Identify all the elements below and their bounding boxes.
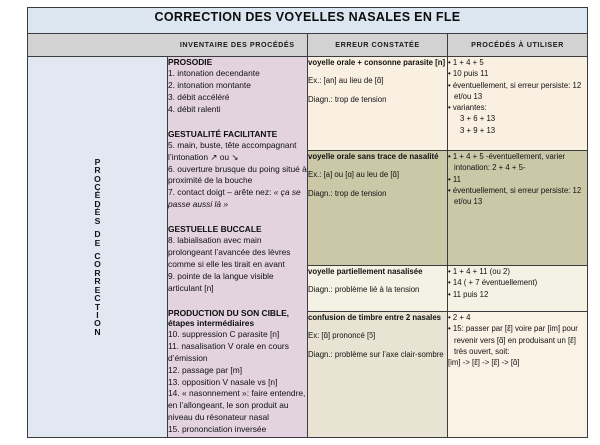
procedure-item: 3. débit accéléré [168, 91, 230, 102]
solution-item: • éventuellement, si erreur persiste: 12… [448, 185, 582, 207]
column-header-solution: PROCÉDÉS À UTILISER [447, 33, 588, 57]
side-label-stack: PROCÉDÉS·DE·CORRECTION [28, 57, 167, 437]
side-label-letter: É [94, 207, 101, 218]
side-label-letter: O [94, 318, 101, 329]
error-detail: Diagn.: problème sur l’axe clair-sombre [308, 349, 444, 359]
procedure-item: 13. opposition V nasale vs [n] [168, 376, 278, 387]
error-detail: Ex.: [an] au lieu de [ɑ̃] [308, 76, 384, 86]
solution-item: • 15: passer par [ɛ̃] voire par [im] pou… [448, 324, 578, 356]
solution-item: • 1 + 4 + 5 -éventuellement, varier into… [448, 152, 566, 173]
procedure-group-heading: GESTUELLE BUCCALE [168, 224, 262, 235]
side-label-letter: D [94, 198, 101, 209]
solution-subitem: 3 + 9 + 13 [460, 125, 496, 135]
error-detail: Diagn.: trop de tension [308, 188, 387, 198]
side-label-letter: O [94, 259, 101, 270]
side-label-letter: C [94, 293, 101, 304]
solution-subitem: 3 + 6 + 13 [460, 114, 496, 124]
column-header-inventory: INVENTAIRE DES PROCÉDÉS [167, 33, 308, 57]
side-label-letter: O [94, 173, 101, 184]
side-label-letter: S [94, 215, 101, 226]
procedure-item-emphasis: « ça se passe aussi là » [168, 187, 301, 210]
side-label-letter: É [94, 190, 101, 201]
procedure-item: 7. contact doigt – arête nez: « ça se pa… [168, 187, 301, 210]
correction-table: CORRECTION DES VOYELLES NASALES EN FLE I… [27, 7, 588, 438]
side-label-letter: R [94, 267, 101, 278]
solution-cell-4: • 2 + 4 • 15: passer par [ɛ̃] voire par [… [447, 311, 588, 438]
procedure-item: 11. nasalisation V orale en cours d’émis… [168, 340, 289, 363]
side-label-letter: R [94, 165, 101, 176]
solution-item: • éventuellement, si erreur persiste: 12… [448, 80, 582, 101]
column-header-row: INVENTAIRE DES PROCÉDÉS ERREUR CONSTATÉE… [27, 33, 588, 57]
procedure-item: 1. intonation decendante [168, 68, 260, 78]
error-detail: Diagn.: problème lié à la tension [308, 285, 420, 295]
side-label-letter: E [94, 237, 101, 248]
solution-item: • 1 + 4 + 11 (ou 2) [448, 267, 510, 276]
side-label-letter: D [94, 229, 101, 240]
procedure-item: 5. main, buste, tête accompagnant l’into… [168, 139, 297, 162]
error-title: voyelle orale sans trace de nasalité [308, 152, 439, 161]
side-label-letter: P [94, 156, 101, 167]
procedure-group-heading: PRODUCTION DU SON CIBLE, étapes interméd… [168, 307, 289, 328]
error-detail: Ex: [ɑ̃] prononcé [ɔ̃] [308, 331, 376, 341]
procedure-item: 12. passage par [m] [168, 364, 243, 375]
procedure-item: 14. « nasonnement »: faire entendre, en … [168, 388, 306, 423]
table-title-cell: CORRECTION DES VOYELLES NASALES EN FLE [27, 7, 588, 34]
solution-item: • 2 + 4 [448, 313, 471, 322]
error-detail: Diagn.: trop de tension [308, 94, 387, 104]
solution-cell-3: • 1 + 4 + 11 (ou 2) • 14 ( + 7 éventuelle… [447, 265, 588, 312]
side-label-letter: R [94, 276, 101, 287]
solution-item: • 14 ( + 7 éventuellement) [448, 278, 538, 288]
column-header-error: ERREUR CONSTATÉE [307, 33, 448, 57]
solution-item: • 1 + 4 + 5 [448, 58, 484, 67]
procedure-group-heading: GESTUALITÉ FACILITANTE [168, 128, 278, 139]
solution-cell-2: • 1 + 4 + 5 -éventuellement, varier into… [447, 150, 588, 266]
page-title: CORRECTION DES VOYELLES NASALES EN FLE [154, 10, 461, 24]
title-row: CORRECTION DES VOYELLES NASALES EN FLE [27, 7, 588, 34]
error-cell-1: voyelle orale + consonne parasite [n] Ex.… [307, 56, 448, 151]
procedure-item: 2. intonation montante [168, 79, 251, 90]
header-spacer [27, 33, 168, 57]
procedure-item: 10. suppression C parasite [n] [168, 328, 280, 339]
procedure-group: PRODUCTION DU SON CIBLE, étapes interméd… [168, 308, 307, 436]
side-label-cell: PROCÉDÉS·DE·CORRECTION [27, 56, 168, 438]
solution-cell-1: • 1 + 4 + 5 • 10 puis 11• éventuellement,… [447, 56, 588, 151]
solution-item: • 11 puis 12 [448, 289, 489, 299]
procedure-group-heading: PROSODIE [168, 57, 213, 67]
error-detail: Ex.: [a] ou [ɑ] au leu de [ɑ̃] [308, 170, 400, 180]
side-label-letter: C [94, 251, 101, 261]
procedure-item: 9. pointe de la langue visible articulan… [168, 270, 274, 293]
solution-item: • 10 puis 11 [448, 69, 489, 79]
procedure-item: 6. ouverture brusque du poing situé à pr… [168, 163, 307, 186]
side-label-letter: T [94, 301, 101, 312]
solution-item: • 11 [448, 174, 461, 184]
procedure-item: 15. prononciation inversée [168, 424, 267, 435]
procedure-item: 8. labialisation avec main prolongeant l… [168, 235, 291, 270]
error-title: voyelle partiellement nasalisée [308, 267, 423, 276]
solution-item: [im] -> [ɛ̃] -> [ɛ̃] -> [ɑ̃] [448, 358, 520, 368]
side-label-letter: C [94, 182, 101, 193]
side-label-letter: N [94, 326, 101, 337]
procedure-item: 4. débit ralenti [168, 103, 221, 114]
side-label-letter: E [94, 284, 101, 295]
error-title: voyelle orale + consonne parasite [n] [308, 58, 446, 67]
solution-item: • variantes: [448, 103, 487, 113]
side-label-letter: I [96, 309, 99, 320]
error-title: confusion de timbre entre 2 nasales [308, 313, 442, 322]
